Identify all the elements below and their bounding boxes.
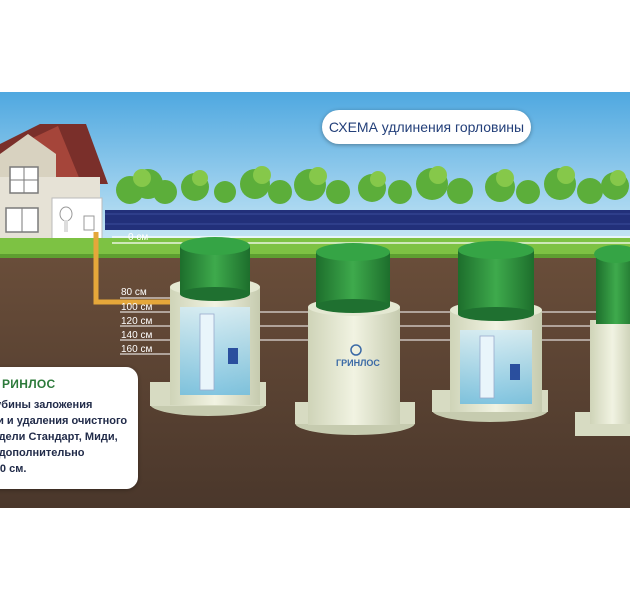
tank-brand-logo: ГРИНЛОС [336,358,380,368]
info-card-brand: РИНЛОС [2,377,56,391]
septic-tank-4 [575,245,630,436]
info-line-1: глубины заложения [0,399,93,411]
depth-label-100: 100 см [121,302,153,313]
info-card: РИНЛОС глубины заложения али и удаления … [0,367,138,489]
diagram-title: СХЕМА удлинения горловины [322,110,531,144]
ground-level-label: 0 см [128,232,149,243]
depth-label-160: 160 см [121,344,153,355]
info-line-2: али и удаления очистного [0,415,128,427]
septic-tank-1 [150,237,266,416]
depth-label-80: 80 см [121,287,147,298]
depth-label-140: 140 см [121,330,153,341]
fence [105,210,630,230]
inlet-pipe [93,232,170,305]
tree-line [116,166,629,204]
septic-scheme-illustration [0,92,630,508]
depth-label-120: 120 см [121,316,153,327]
septic-tank-3 [432,241,548,422]
info-line-4: ут дополнительно [0,447,85,459]
info-line-5: и 20 см. [0,463,27,475]
house [0,124,108,248]
septic-tank-2 [295,243,415,435]
info-line-3: модели Стандарт, Миди, [0,431,118,443]
